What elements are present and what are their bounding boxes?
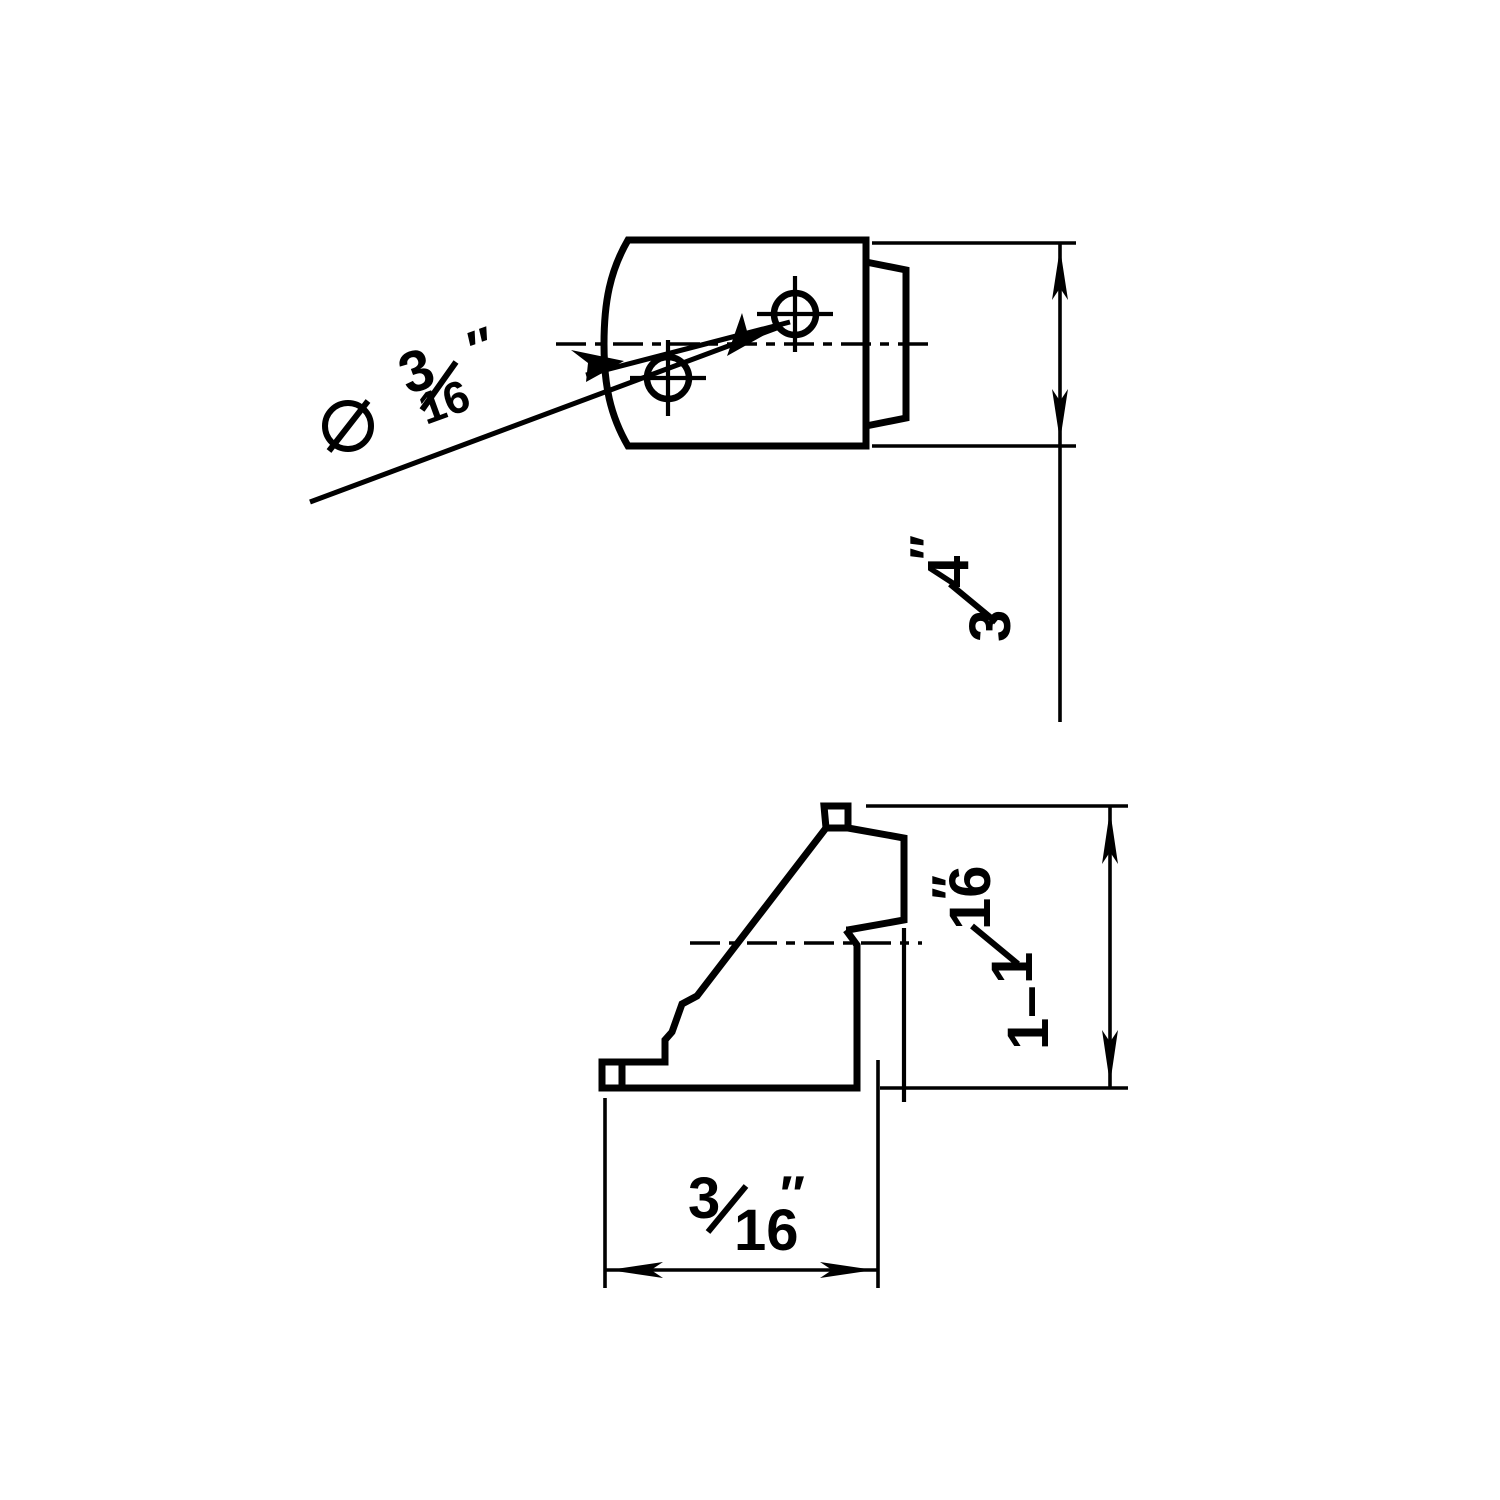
top-view-group: 3 16 ″ 3 4 ″ xyxy=(309,236,1076,722)
svg-text:1–: 1– xyxy=(996,985,1061,1050)
side-view-top-tab xyxy=(820,802,852,832)
top-view-hole-upper xyxy=(757,276,833,352)
hole-diameter-annotation: 3 16 ″ xyxy=(322,316,504,453)
svg-text:″: ″ xyxy=(900,535,958,560)
svg-text:16: 16 xyxy=(734,1198,799,1263)
svg-text:″: ″ xyxy=(780,1166,805,1224)
svg-text:4: 4 xyxy=(916,556,981,588)
svg-text:″: ″ xyxy=(922,875,980,900)
leader-arrowhead-lower xyxy=(571,350,624,382)
dimension-depth-side: 3 16 ″ xyxy=(603,1060,880,1288)
hole-diameter-leader xyxy=(309,313,791,505)
leader-arrowhead-upper xyxy=(727,313,766,356)
dimension-width-top: 3 4 ″ xyxy=(872,241,1076,722)
side-view-right-flange xyxy=(846,824,908,934)
side-view-foot-square xyxy=(598,1058,626,1092)
side-view-body-outline xyxy=(618,825,861,1092)
dimension-depth-side-label: 3 16 ″ xyxy=(688,1166,805,1263)
side-view-group: 1– 1 16 ″ 3 16 ″ xyxy=(598,802,1128,1288)
top-view-body-outline xyxy=(600,236,870,450)
diameter-fraction-bar xyxy=(419,360,459,412)
dimension-width-top-label: 3 4 ″ xyxy=(900,535,1023,642)
dimension-height-side: 1– 1 16 ″ xyxy=(866,804,1128,1090)
dimension-height-side-label: 1– 1 16 ″ xyxy=(922,865,1061,1050)
svg-text:16: 16 xyxy=(938,865,1003,930)
diameter-unit: ″ xyxy=(460,316,503,379)
diameter-symbol-icon xyxy=(322,399,374,453)
